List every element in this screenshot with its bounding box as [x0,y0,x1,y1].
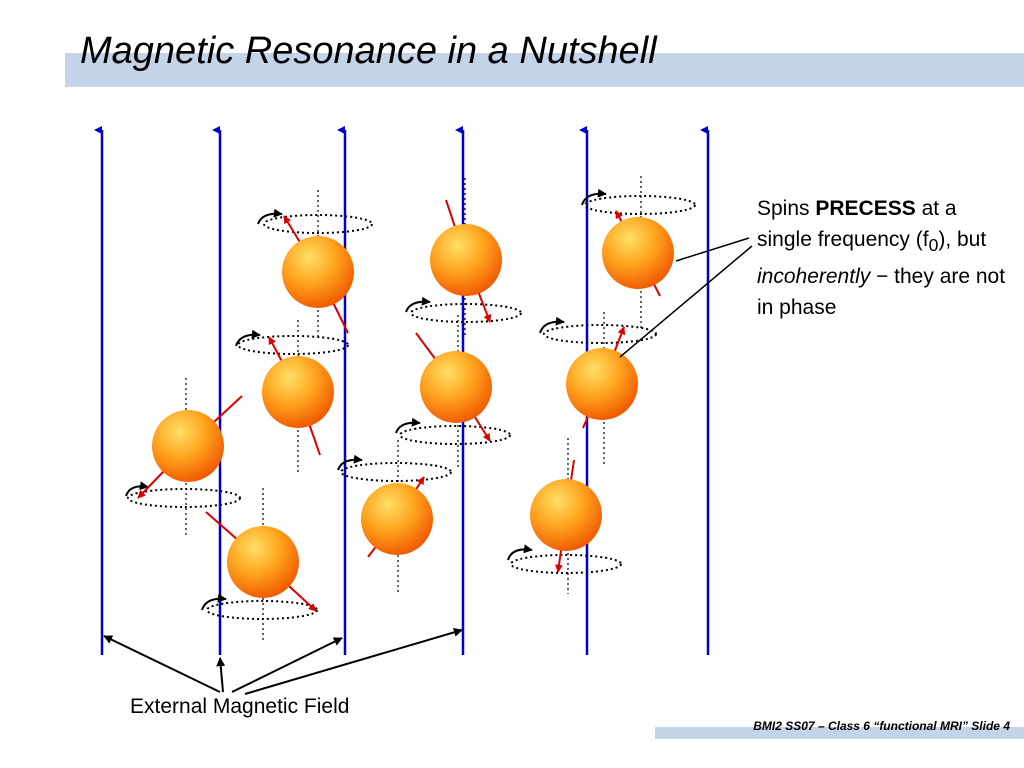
spin-4 [201,488,318,642]
spin-3 [125,378,243,536]
callout-pointers [619,237,753,358]
spin-7 [337,440,452,592]
slide-footer: BMI2 SS07 – Class 6 “functional MRI” Sli… [753,719,1010,733]
callout-text-1: Spins [757,197,816,220]
spin-1 [257,190,373,340]
title-band [65,53,1024,87]
callout-subscript: 0 [928,235,939,256]
callout-text-7: − they are not in phase [757,265,1006,320]
external-field-label: External Magnetic Field [130,695,350,718]
spin-5 [405,178,522,335]
precession-callout: Spins PRECESS at a single frequency (f0)… [757,193,1007,323]
callout-precess: PRECESS [815,197,916,220]
spin-8 [581,176,696,330]
field-label-pointers [103,627,463,695]
spin-10 [507,438,622,594]
footer-band [655,727,1024,739]
spin-6 [395,315,511,470]
callout-incoherently: incoherently [757,265,871,289]
spin-2 [235,320,349,475]
callout-text-3: at a single frequency (f [757,197,957,251]
spin-9 [539,312,657,467]
field-lines [94,126,710,655]
callout-text-5: ), but [938,228,987,251]
slide-title: Magnetic Resonance in a Nutshell [80,30,657,72]
